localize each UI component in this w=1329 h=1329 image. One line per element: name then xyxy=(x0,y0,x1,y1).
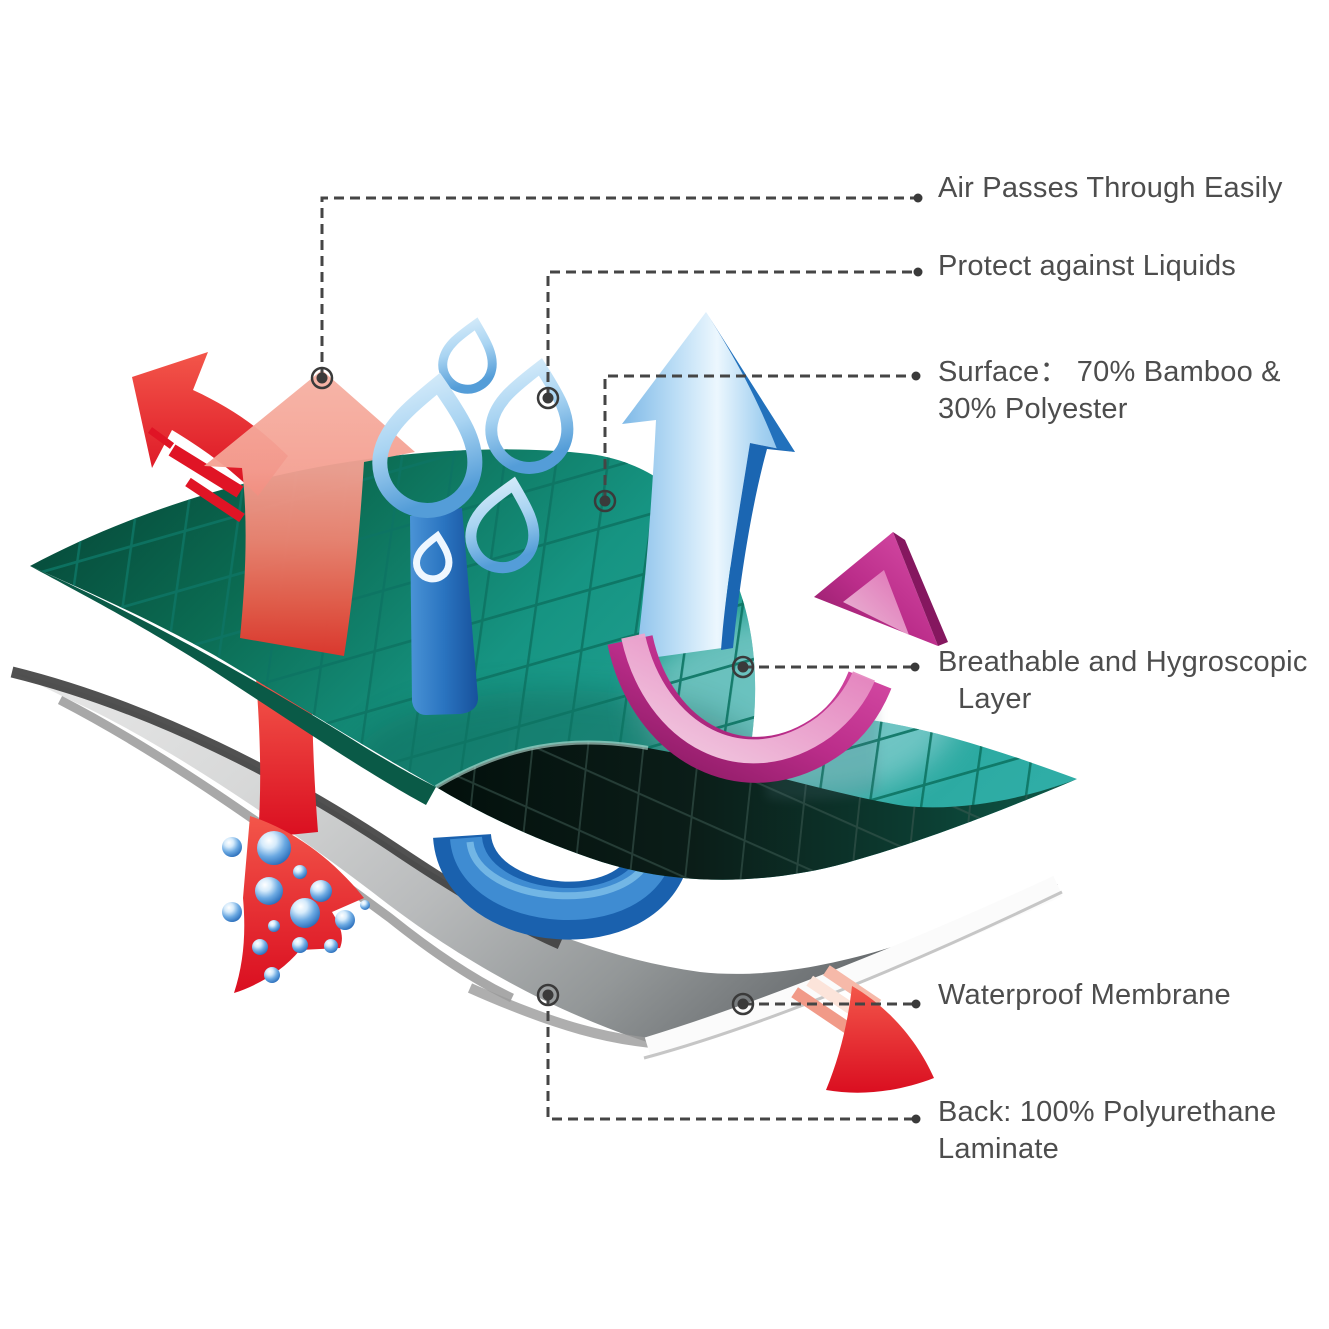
air-rise-arrow-faded-icon xyxy=(204,370,415,656)
label-liquids-line1: Protect against Liquids xyxy=(938,250,1236,282)
bubbles xyxy=(222,831,370,983)
water-drop-icon xyxy=(438,317,497,394)
leader-surface xyxy=(603,374,916,501)
water-drop-icon xyxy=(413,530,453,583)
leader-back xyxy=(546,995,916,1121)
water-drop-icon xyxy=(372,372,483,518)
label-breathable-line2: Layer xyxy=(958,683,1032,715)
moisture-curve-arrow-icon xyxy=(607,532,948,783)
air-loop-arrow-icon xyxy=(433,831,691,940)
label-air: Air Passes Through Easily xyxy=(938,170,1283,207)
leader-lines xyxy=(320,196,918,1121)
label-back-line2: Laminate xyxy=(938,1133,1059,1165)
blue-down-arrow-icon xyxy=(410,508,478,715)
label-membrane: Waterproof Membrane xyxy=(938,977,1231,1014)
label-liquids: Protect against Liquids xyxy=(938,248,1236,285)
leader-anchor-dots xyxy=(310,193,923,1124)
label-back-line1: Back: 100% Polyurethane xyxy=(938,1096,1277,1128)
leader-liquids xyxy=(546,270,918,398)
label-surface-line1: Surface： 70% Bamboo & xyxy=(938,356,1281,388)
label-surface: Surface： 70% Bamboo & 30% Polyester xyxy=(938,354,1281,428)
label-air-line1: Air Passes Through Easily xyxy=(938,172,1283,204)
water-drop-icon xyxy=(485,358,574,474)
label-back: Back: 100% Polyurethane Laminate xyxy=(938,1094,1276,1168)
leader-air xyxy=(320,196,918,378)
label-surface-line2: 30% Polyester xyxy=(938,393,1128,425)
water-droplets xyxy=(372,317,574,583)
label-membrane-line1: Waterproof Membrane xyxy=(938,979,1231,1011)
label-breathable-line1: Breathable and Hygroscopic xyxy=(938,646,1308,678)
label-breathable: Breathable and Hygroscopic Layer xyxy=(938,644,1308,718)
water-drop-icon xyxy=(465,476,540,574)
air-rise-arrow-blue-icon xyxy=(622,312,795,660)
